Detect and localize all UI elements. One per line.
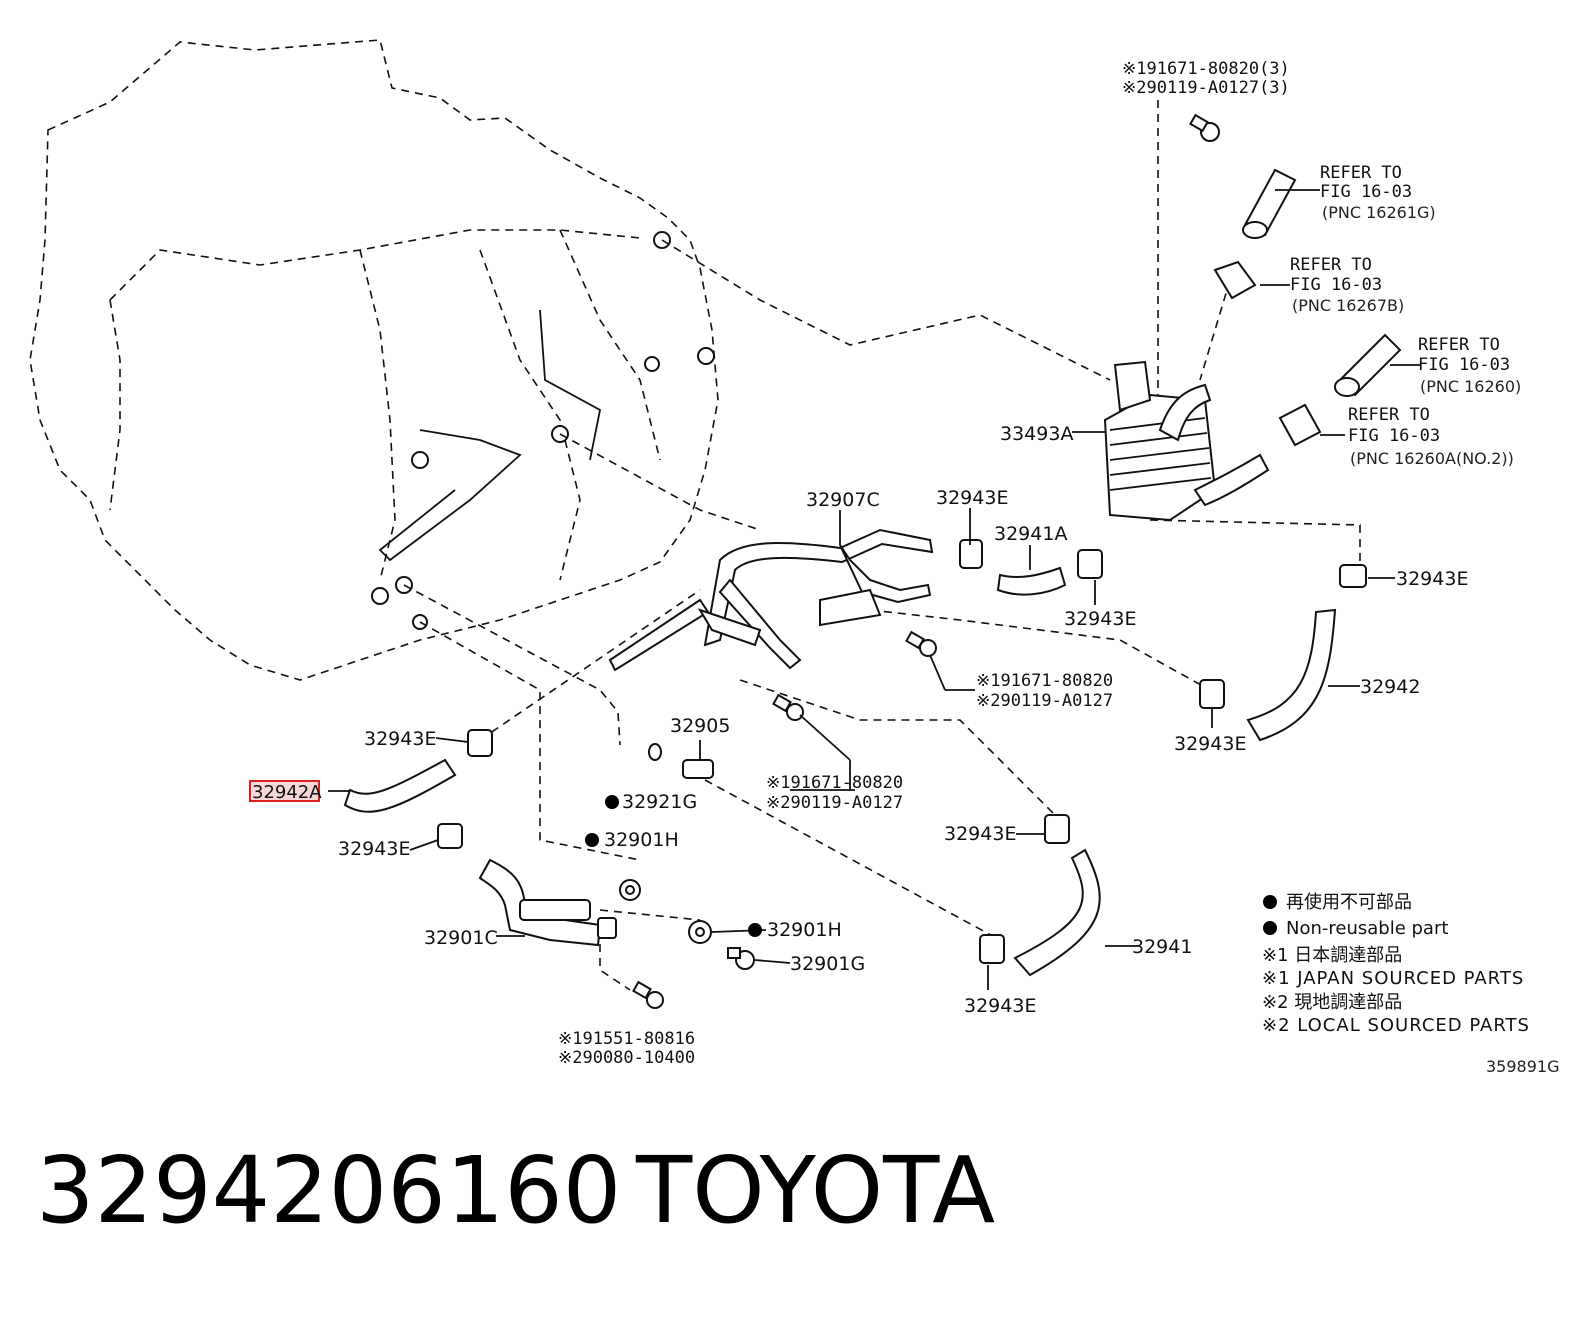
- ref4-line2: FIG 16-03: [1348, 426, 1440, 446]
- ref3-line3: (PNC 16260): [1420, 377, 1521, 396]
- legend-line-6: ※2 LOCAL SOURCED PARTS: [1262, 1015, 1530, 1036]
- label-bolt-low-1: ※191671-80820: [766, 773, 903, 793]
- label-32907C: 32907C: [806, 489, 880, 511]
- ref1-line1: REFER TO: [1320, 163, 1402, 183]
- brand-name: TOYOTA: [635, 1137, 995, 1244]
- label-bolt-top-1: ※191671-80820(3): [1122, 59, 1290, 79]
- ref4-line1: REFER TO: [1348, 405, 1430, 425]
- ref4-line3: (PNC 16260A(NO.2)): [1350, 449, 1514, 468]
- label-32943E-g: 32943E: [338, 838, 410, 860]
- label-32943E-e: 32943E: [1174, 733, 1246, 755]
- label-bolt-bot-2: ※290080-10400: [558, 1048, 695, 1068]
- legend-dot: [1263, 921, 1277, 935]
- label-32943E-h: 32943E: [964, 995, 1036, 1017]
- label-32943E-a: 32943E: [936, 487, 1008, 509]
- legend-line-3: ※1 日本調達部品: [1262, 945, 1402, 966]
- ref2-line2: FIG 16-03: [1290, 275, 1382, 295]
- ref1-line2: FIG 16-03: [1320, 182, 1412, 202]
- label-bolt-mid-1: ※191671-80820: [976, 671, 1113, 691]
- label-32943E-b: 32943E: [1396, 568, 1468, 590]
- ref3-line1: REFER TO: [1418, 335, 1500, 355]
- label-32941A: 32941A: [994, 523, 1067, 545]
- label-33493A: 33493A: [1000, 423, 1073, 445]
- part-number: 3294206160: [36, 1137, 621, 1244]
- label-bolt-bot-1: ※191551-80816: [558, 1029, 695, 1049]
- label-bolt-mid-2: ※290119-A0127: [976, 691, 1113, 711]
- oil-cooler: [1103, 113, 1270, 522]
- hoses: [343, 566, 1337, 977]
- label-bolt-low-2: ※290119-A0127: [766, 793, 903, 813]
- ref2-line3: (PNC 16267B): [1292, 296, 1404, 315]
- assembly-lines: [403, 100, 1361, 991]
- highlight-box: [249, 780, 320, 802]
- label-32943E-f: 32943E: [944, 823, 1016, 845]
- legend-dot: [1263, 895, 1277, 909]
- label-32942A: 32942A: [252, 782, 322, 803]
- label-32943E-c: 32943E: [1064, 608, 1136, 630]
- legend-line-5: ※2 現地調達部品: [1262, 992, 1402, 1013]
- label-32941: 32941: [1132, 936, 1192, 958]
- label-32905: 32905: [670, 715, 730, 737]
- legend: 再使用不可部品 Non-reusable part ※1 日本調達部品 ※1 J…: [1262, 892, 1559, 1076]
- part-labels: ※191671-80820(3) ※290119-A0127(3) REFER …: [249, 59, 1521, 1068]
- non-reusable-dot: [605, 795, 619, 809]
- pipe-assembly: [608, 528, 934, 672]
- label-32942: 32942: [1360, 676, 1420, 698]
- label-32901G: 32901G: [790, 953, 865, 975]
- ref1-line3: (PNC 16261G): [1322, 203, 1436, 222]
- non-reusable-dot: [585, 833, 599, 847]
- ref3-line2: FIG 16-03: [1418, 355, 1510, 375]
- clamps: [437, 539, 1367, 964]
- fasteners: [597, 630, 937, 1009]
- non-reusable-dot: [748, 923, 762, 937]
- footer: 3294206160 TOYOTA: [36, 1137, 995, 1244]
- ref2-line1: REFER TO: [1290, 255, 1372, 275]
- legend-line-2: Non-reusable part: [1286, 918, 1448, 939]
- label-32901C: 32901C: [424, 927, 498, 949]
- figure-code: 359891G: [1486, 1057, 1559, 1076]
- legend-line-4: ※1 JAPAN SOURCED PARTS: [1262, 968, 1524, 989]
- referenced-hoses: [1213, 168, 1402, 447]
- label-32901H-b: 32901H: [767, 919, 842, 941]
- label-32921G: 32921G: [622, 791, 697, 813]
- label-32901H-a: 32901H: [604, 829, 679, 851]
- label-bolt-top-2: ※290119-A0127(3): [1122, 78, 1290, 98]
- leader-lines: [328, 189, 1420, 990]
- transmission-housing: [29, 39, 719, 681]
- label-32943E-d: 32943E: [364, 728, 436, 750]
- legend-line-1: 再使用不可部品: [1286, 892, 1412, 913]
